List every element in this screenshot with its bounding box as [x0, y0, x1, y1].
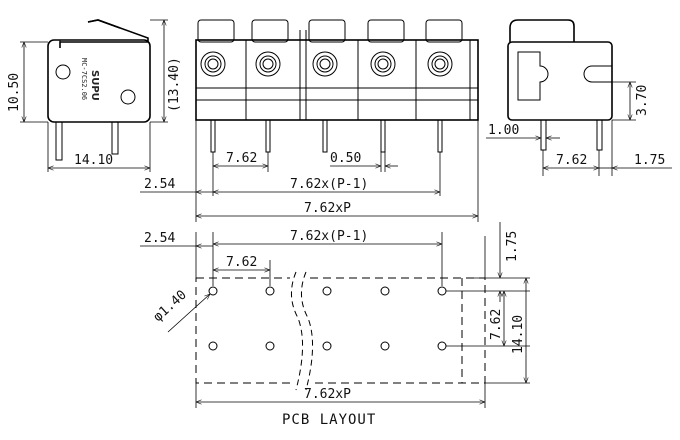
right-view-body — [507, 41, 613, 121]
model-label: MC-7CS2.06 — [80, 58, 88, 100]
front-view-pins — [210, 119, 443, 153]
right-side-view: 3.70 1.00 7.62 1.75 — [486, 19, 672, 176]
dim-0-50: 0.50 — [330, 151, 361, 166]
left-view-hole-bottom — [120, 89, 136, 105]
left-side-view: SUPU MC-7CS2.06 10.50 (13.40) 14.10 — [7, 19, 182, 172]
pcb-holes — [208, 286, 447, 351]
pcb-dim-2-54: 2.54 — [144, 231, 175, 246]
pcb-dim-hole-dia: φ1.40 — [151, 288, 190, 325]
pcb-layout-title: PCB LAYOUT — [282, 412, 376, 428]
right-view-pin-2 — [596, 119, 603, 151]
left-view-pin-1 — [55, 121, 63, 161]
pcb-dim-pitch-p: 7.62xP — [304, 387, 351, 402]
pcb-dim-14-10: 14.10 — [511, 315, 526, 354]
left-view-body — [47, 39, 151, 123]
front-view-screws — [200, 51, 453, 77]
dim-1-00: 1.00 — [488, 123, 519, 138]
left-view-pin-2 — [111, 121, 119, 155]
left-view-hole-top — [55, 64, 71, 80]
dim-1-75-side: 1.75 — [634, 153, 665, 168]
dim-7-62-front: 7.62 — [226, 151, 257, 166]
front-view-body — [195, 39, 479, 121]
brand-label: SUPU — [89, 70, 100, 101]
pcb-dim-7-62-vert: 7.62 — [489, 309, 504, 340]
pcb-layout: 2.54 7.62x(P-1) 7.62 φ1.40 1.75 7.62 14.… — [140, 222, 530, 428]
pcb-dim-pitch-p-minus-1: 7.62x(P-1) — [290, 229, 368, 244]
pcb-dim-7-62: 7.62 — [226, 255, 257, 270]
dim-7-62-side: 7.62 — [556, 153, 587, 168]
dim-2-54-front: 2.54 — [144, 177, 175, 192]
dim-14-10: 14.10 — [74, 153, 113, 168]
dim-10-50: 10.50 — [7, 73, 22, 112]
right-view-pin-1 — [540, 119, 547, 151]
dim-pitch-p-minus-1: 7.62x(P-1) — [290, 177, 368, 192]
dim-3-70: 3.70 — [635, 85, 650, 116]
dim-pitch-p-front: 7.62xP — [304, 201, 351, 216]
front-view: 7.62 0.50 7.62x(P-1) 2.54 7.62xP — [140, 19, 479, 222]
dim-13-40: (13.40) — [167, 57, 182, 112]
pcb-dim-1-75: 1.75 — [505, 231, 520, 262]
